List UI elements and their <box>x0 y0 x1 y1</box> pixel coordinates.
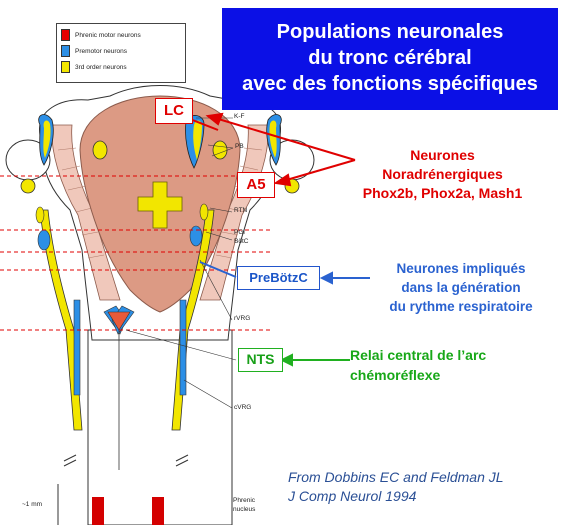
noradrenergic-text: Neurones Noradrénergiques Phox2b, Phox2a… <box>330 146 555 203</box>
legend-label: Phrenic motor neurons <box>75 32 141 39</box>
legend-item: 3rd order neurons <box>61 59 181 75</box>
noradrenergic-line-1: Neurones <box>330 146 555 165</box>
cvrg-label: cVRG <box>234 404 251 411</box>
phrenic-left <box>92 497 104 525</box>
a5-left <box>21 179 35 193</box>
noradrenergic-line-2: Noradrénergiques <box>330 165 555 184</box>
legend-item: Phrenic motor neurons <box>61 27 181 43</box>
legend-label: 3rd order neurons <box>75 64 127 71</box>
legend-label: Premotor neurons <box>75 48 127 55</box>
spinal-cord <box>88 330 232 525</box>
rtn-label: RTN <box>234 207 247 214</box>
botc-label: BötC <box>234 238 248 245</box>
rhythm-line-1: Neurones impliqués <box>366 259 556 278</box>
lc-right <box>213 141 227 159</box>
phrenic-label-1: Phrenic <box>233 497 255 504</box>
scale-label: ~1 mm <box>22 501 42 508</box>
title-line-3: avec des fonctions spécifiques <box>222 71 558 97</box>
legend-swatch-red <box>61 29 70 41</box>
legend-box: Phrenic motor neurons Premotor neurons 3… <box>56 23 186 83</box>
legend-swatch-blue <box>61 45 70 57</box>
chemoreflex-line-2: chémoréflexe <box>350 365 555 385</box>
pb-label: PB <box>235 143 244 150</box>
rhythm-line-3: du rythme respiratoire <box>366 297 556 316</box>
pgi-label: PGi <box>234 229 245 236</box>
prebotzc-label-box: PreBötzC <box>237 266 320 290</box>
lc-left <box>93 141 107 159</box>
credit-text: From Dobbins EC and Feldman JL J Comp Ne… <box>288 468 504 506</box>
phrenic-label-2: nucleus <box>233 506 255 513</box>
lc-label-box: LC <box>155 98 193 124</box>
chemoreflex-text: Relai central de l’arc chémoréflexe <box>350 345 555 385</box>
rhythm-text: Neurones impliqués dans la génération du… <box>366 259 556 316</box>
credit-line-2: J Comp Neurol 1994 <box>288 487 504 506</box>
legend-item: Premotor neurons <box>61 43 181 59</box>
title-box: Populations neuronales du tronc cérébral… <box>222 8 558 110</box>
chemoreflex-line-1: Relai central de l’arc <box>350 345 555 365</box>
rvrg-label: rVRG <box>234 315 250 322</box>
noradrenergic-line-3: Phox2b, Phox2a, Mash1 <box>330 184 555 203</box>
title-line-1: Populations neuronales <box>222 19 558 45</box>
kf-label: K-F <box>234 113 244 120</box>
title-line-2: du tronc cérébral <box>222 45 558 71</box>
nts-label-box: NTS <box>238 348 283 372</box>
rhythm-line-2: dans la génération <box>366 278 556 297</box>
credit-line-1: From Dobbins EC and Feldman JL <box>288 468 504 487</box>
phrenic-right <box>152 497 164 525</box>
legend-swatch-yellow <box>61 61 70 73</box>
a5-label-box: A5 <box>237 172 275 198</box>
